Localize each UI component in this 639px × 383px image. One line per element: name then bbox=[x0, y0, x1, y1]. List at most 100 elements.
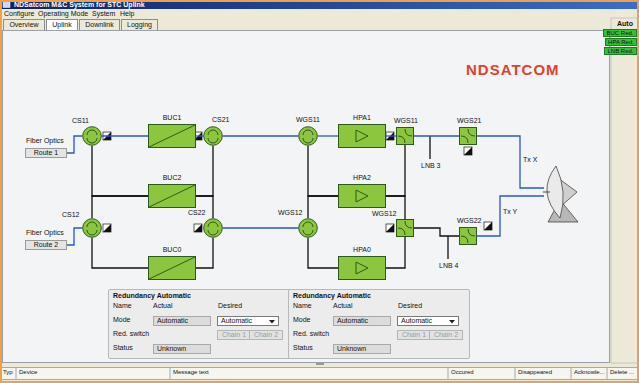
field-text: Chain 1 bbox=[402, 331, 426, 339]
signal-path bbox=[318, 135, 338, 136]
device-label: WGS11 bbox=[296, 116, 320, 124]
device-label: WGS12 bbox=[278, 209, 303, 217]
field-text: BUC Red. bbox=[606, 30, 633, 37]
table-header bbox=[2, 368, 638, 380]
field-text: Chain 1 bbox=[222, 331, 246, 339]
diagram-panel bbox=[3, 31, 610, 363]
device-label: CS21 bbox=[212, 116, 230, 124]
coax-switch: CS11 bbox=[82, 126, 102, 146]
company-logo: NDSATCOM bbox=[466, 62, 560, 78]
device-label: BUC0 bbox=[163, 246, 182, 254]
signal-path bbox=[102, 135, 148, 136]
waveguide-switch-symbol bbox=[459, 127, 477, 145]
column-header: Name bbox=[293, 302, 312, 310]
buc-box-symbol bbox=[148, 256, 196, 280]
readonly-field: Automatic bbox=[333, 316, 391, 326]
field-text: Uplink bbox=[52, 21, 71, 29]
field-text: Chain 2 bbox=[434, 331, 458, 339]
signal-path bbox=[196, 135, 203, 136]
menu-item: Operating Mode bbox=[38, 10, 88, 18]
device-label: HPA1 bbox=[353, 114, 371, 122]
waveguide-switch: WGS11 bbox=[396, 127, 414, 145]
coax-switch-symbol bbox=[298, 126, 318, 146]
field-text: Chain 2 bbox=[254, 331, 278, 339]
device-label: WGS12 bbox=[372, 210, 397, 218]
signal-path bbox=[196, 238, 213, 268]
waveguide-switch: WGS21 bbox=[459, 127, 477, 145]
hpa-amplifier-symbol bbox=[338, 124, 386, 148]
menu-item: Help bbox=[120, 10, 134, 18]
field-text: Unknown bbox=[157, 345, 186, 353]
column-header: Desired bbox=[218, 302, 242, 310]
menu-item: Configure bbox=[4, 10, 34, 18]
signal-path bbox=[67, 136, 82, 153]
column-header: Actual bbox=[153, 302, 172, 310]
coax-switch: CS12 bbox=[82, 218, 102, 238]
waveguide-switch-symbol bbox=[459, 227, 477, 245]
device-label: CS22 bbox=[188, 209, 206, 217]
disabled-button: Chain 2 bbox=[249, 330, 283, 340]
column-header: Actual bbox=[333, 302, 352, 310]
column-header: Acknowle... bbox=[574, 369, 605, 376]
device-label: WGS22 bbox=[457, 217, 482, 225]
column-separators bbox=[16, 368, 607, 379]
antenna-dish bbox=[543, 166, 578, 222]
menu-bar bbox=[0, 9, 639, 18]
hpa-amplifier: HPA2 bbox=[338, 184, 386, 208]
device-label: HPA2 bbox=[353, 174, 371, 182]
field-text: Route 2 bbox=[34, 241, 59, 249]
waveguide-switch: WGS12 bbox=[396, 219, 414, 237]
coax-switch-symbol bbox=[203, 218, 223, 238]
route-box: Fiber OpticsRoute 1 bbox=[25, 148, 67, 158]
column-header: Typ bbox=[3, 369, 13, 376]
field-text: Automatic bbox=[157, 317, 188, 325]
disabled-button: Chain 1 bbox=[217, 330, 251, 340]
field-text: Logging bbox=[127, 21, 152, 29]
app-icon bbox=[3, 2, 10, 8]
readonly-field: Unknown bbox=[153, 344, 211, 354]
dropdown-field: Automatic bbox=[217, 316, 279, 326]
hpa-amplifier: HPA0 bbox=[338, 256, 386, 280]
tab-button: Overview bbox=[3, 19, 45, 30]
device-label: HPA0 bbox=[353, 246, 371, 254]
field-text: Automatic bbox=[401, 317, 432, 325]
signal-path bbox=[386, 237, 405, 268]
column-header: Name bbox=[113, 302, 132, 310]
signal-path bbox=[308, 196, 338, 218]
signal-path bbox=[308, 238, 338, 268]
signal-path bbox=[223, 135, 298, 136]
dropdown-field: Automatic bbox=[397, 316, 459, 326]
readonly-field: Automatic bbox=[153, 316, 211, 326]
field-label: Status bbox=[293, 344, 313, 352]
field-text: Automatic bbox=[221, 317, 252, 325]
field-text: Overview bbox=[9, 21, 38, 29]
hpa-amplifier-symbol bbox=[338, 184, 386, 208]
antenna-feeds bbox=[430, 136, 544, 259]
tab-button: Downlink bbox=[79, 19, 120, 30]
coax-switch-symbol bbox=[82, 218, 102, 238]
coax-switch-symbol bbox=[203, 126, 223, 146]
field-text: Downlink bbox=[85, 21, 113, 29]
column-header: Delete ... bbox=[610, 369, 634, 376]
device-label: Fiber Optics bbox=[26, 229, 64, 237]
signal-label: Tx Y bbox=[503, 208, 517, 216]
field-text: LNB Red. bbox=[607, 48, 633, 55]
device-label: BUC2 bbox=[163, 174, 182, 182]
signal-path bbox=[67, 228, 82, 245]
coax-switch-symbol bbox=[298, 218, 318, 238]
device-label: CS12 bbox=[62, 211, 80, 219]
route-box: Fiber OpticsRoute 2 bbox=[25, 240, 67, 250]
coax-switch: WGS11 bbox=[298, 126, 318, 146]
signal-path bbox=[386, 135, 396, 136]
device-label: CS11 bbox=[72, 117, 89, 125]
splitter-grip bbox=[316, 363, 324, 365]
waveguide-switch-symbol bbox=[396, 219, 414, 237]
column-header: Occured bbox=[451, 369, 474, 376]
mode-indicator: Auto bbox=[617, 20, 633, 28]
readonly-field: Unknown bbox=[333, 344, 391, 354]
signal-label: Tx X bbox=[523, 156, 537, 164]
status-button: BUC Red. bbox=[603, 29, 637, 37]
hpa-amplifier-symbol bbox=[338, 256, 386, 280]
